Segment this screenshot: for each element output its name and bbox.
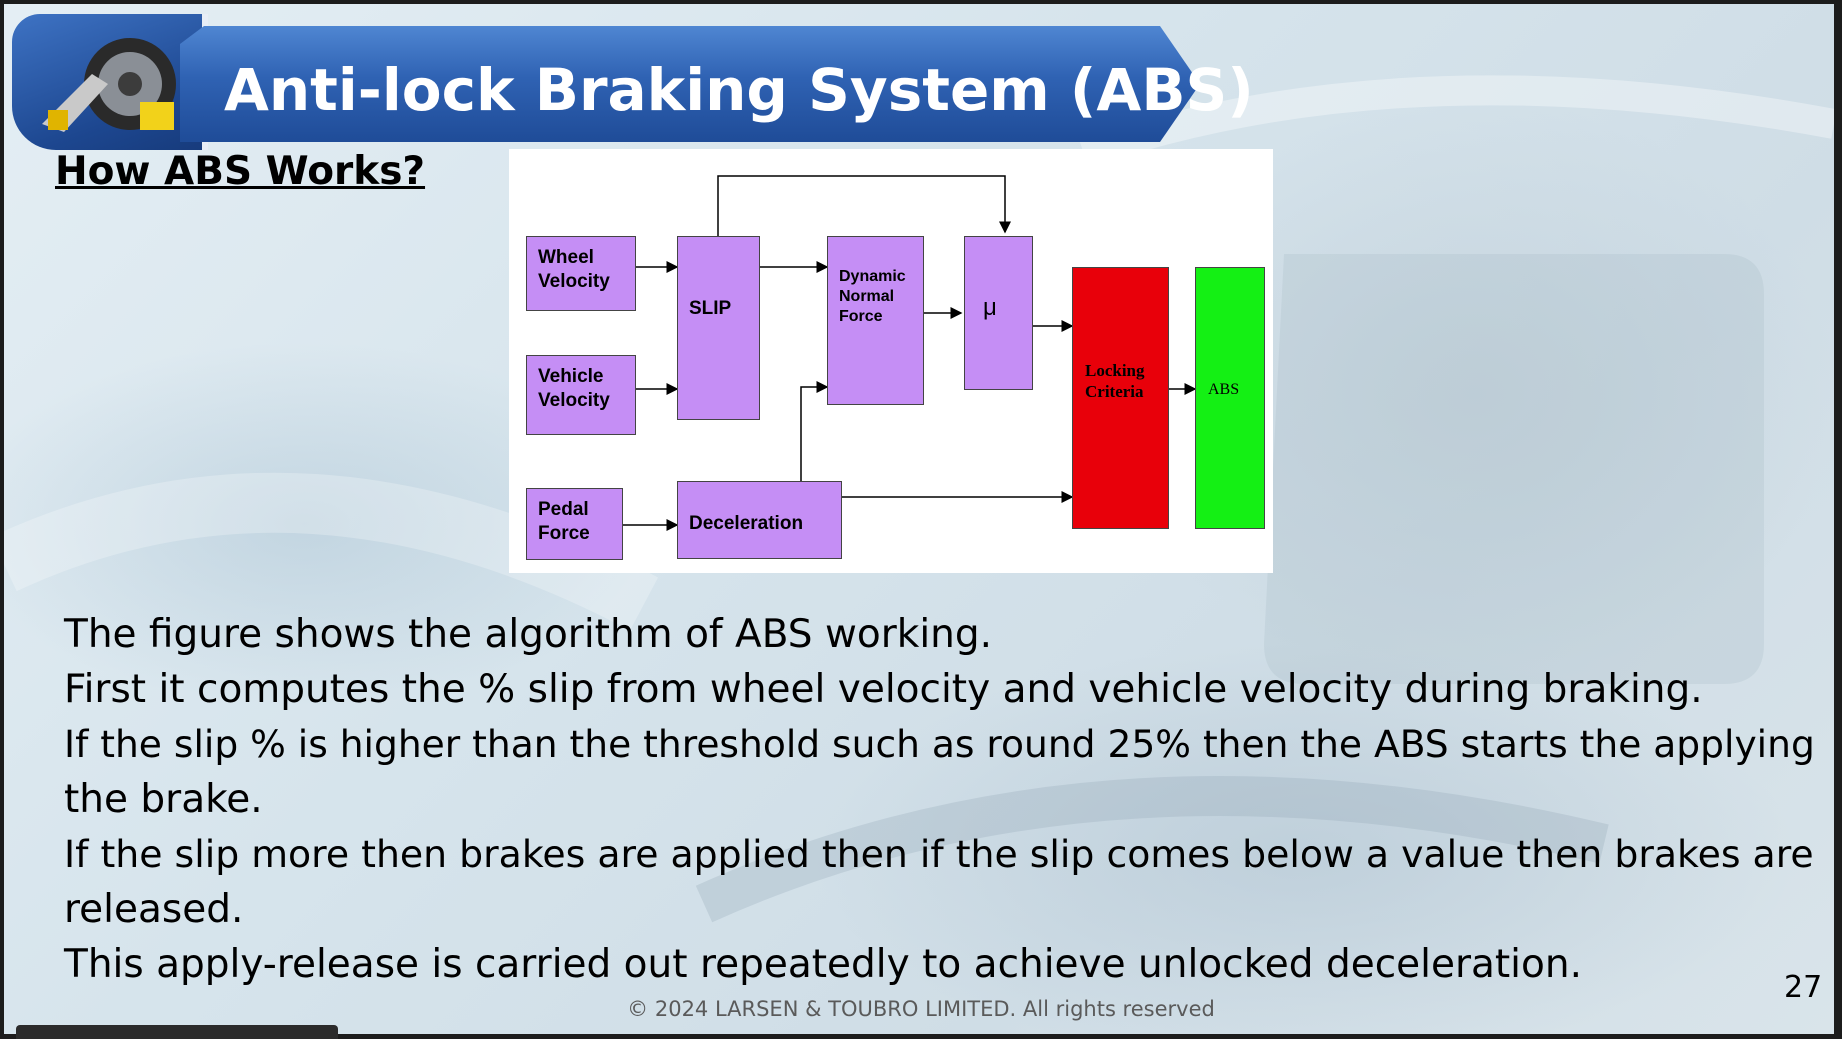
block-locking-criteria: Locking Criteria	[1072, 267, 1169, 529]
slide-title: Anti-lock Braking System (ABS)	[224, 56, 1254, 124]
block-wheel-velocity: Wheel Velocity	[526, 236, 636, 311]
block-pedal-force: Pedal Force	[526, 488, 623, 560]
presenter-name-tag	[16, 1025, 338, 1039]
block-mu: μ	[964, 236, 1033, 390]
body-line-1: The figure shows the algorithm of ABS wo…	[64, 612, 993, 657]
body-line-5: If the slip more then brakes are applied…	[64, 832, 1814, 876]
block-mu-label: μ	[983, 294, 997, 321]
arrow-slip-to-mu	[717, 175, 1011, 236]
body-line-2: First it computes the % slip from wheel …	[64, 667, 1703, 712]
arrow-deceleration-to-dnf	[800, 381, 829, 481]
block-deceleration-label: Deceleration	[689, 513, 804, 534]
block-dynamic-normal-force: Dynamic Normal Force	[827, 236, 924, 405]
block-vehicle-velocity: Vehicle Velocity	[526, 355, 636, 435]
block-abs: ABS	[1195, 267, 1265, 529]
diagram-arrows	[622, 175, 1197, 531]
block-vehicle-velocity-label: Vehicle Velocity	[538, 366, 610, 411]
block-pedal-force-label: Pedal Force	[538, 499, 590, 544]
body-line-6: released.	[64, 887, 244, 932]
body-line-4: the brake.	[64, 777, 263, 822]
slide: Anti-lock Braking System (ABS) How ABS W…	[4, 4, 1834, 1034]
block-deceleration: Deceleration	[677, 481, 842, 559]
section-heading: How ABS Works?	[55, 149, 426, 194]
block-slip: SLIP	[677, 236, 760, 420]
block-dynamic-normal-force-label: Dynamic Normal Force	[839, 268, 906, 325]
block-wheel-velocity-label: Wheel Velocity	[538, 247, 610, 292]
header-logo-image	[12, 14, 208, 150]
copyright-footer: © 2024 LARSEN & TOUBRO LIMITED. All righ…	[627, 997, 1215, 1021]
title-banner	[180, 26, 1200, 142]
body-line-3: If the slip % is higher than the thresho…	[64, 722, 1815, 766]
wheel-brake-icon	[42, 38, 176, 132]
abs-algorithm-diagram: Wheel Velocity Vehicle Velocity Pedal Fo…	[509, 149, 1273, 573]
slide-number: 27	[1784, 970, 1823, 1005]
block-locking-criteria-label: Locking Criteria	[1085, 361, 1145, 402]
block-abs-label: ABS	[1208, 381, 1240, 398]
block-slip-label: SLIP	[689, 298, 732, 319]
body-line-7: This apply-release is carried out repeat…	[64, 942, 1582, 987]
